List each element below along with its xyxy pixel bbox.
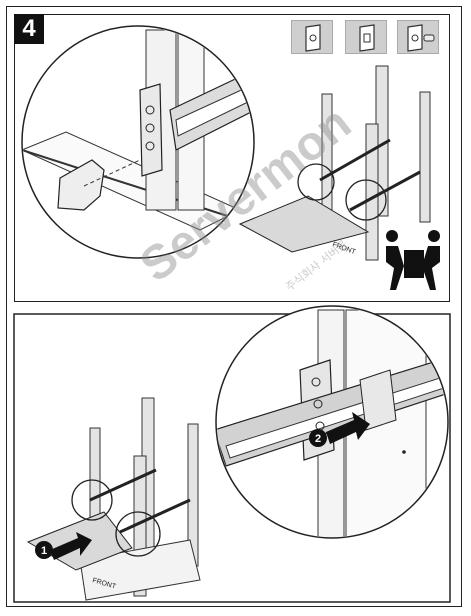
square-panel-icon (345, 20, 387, 54)
push-arrow-2 (326, 412, 370, 444)
top-rack: FRONT (238, 65, 431, 261)
callout-1-badge (35, 541, 53, 559)
callout-2-number: 2 (315, 433, 321, 445)
screw-panel-icon (397, 20, 439, 54)
callout-2-badge (309, 429, 327, 447)
callout-1-number: 1 (41, 545, 47, 557)
two-person-lift-icon (386, 228, 444, 294)
top-detail-circle (21, 25, 255, 259)
page-frame (6, 6, 462, 607)
panel-icon (291, 20, 333, 54)
push-arrow-1 (50, 532, 92, 560)
bottom-detail-circle: 2 (215, 305, 449, 539)
bottom-rack: 1 FRONT (26, 397, 201, 601)
step-number-badge: 4 (14, 14, 44, 44)
